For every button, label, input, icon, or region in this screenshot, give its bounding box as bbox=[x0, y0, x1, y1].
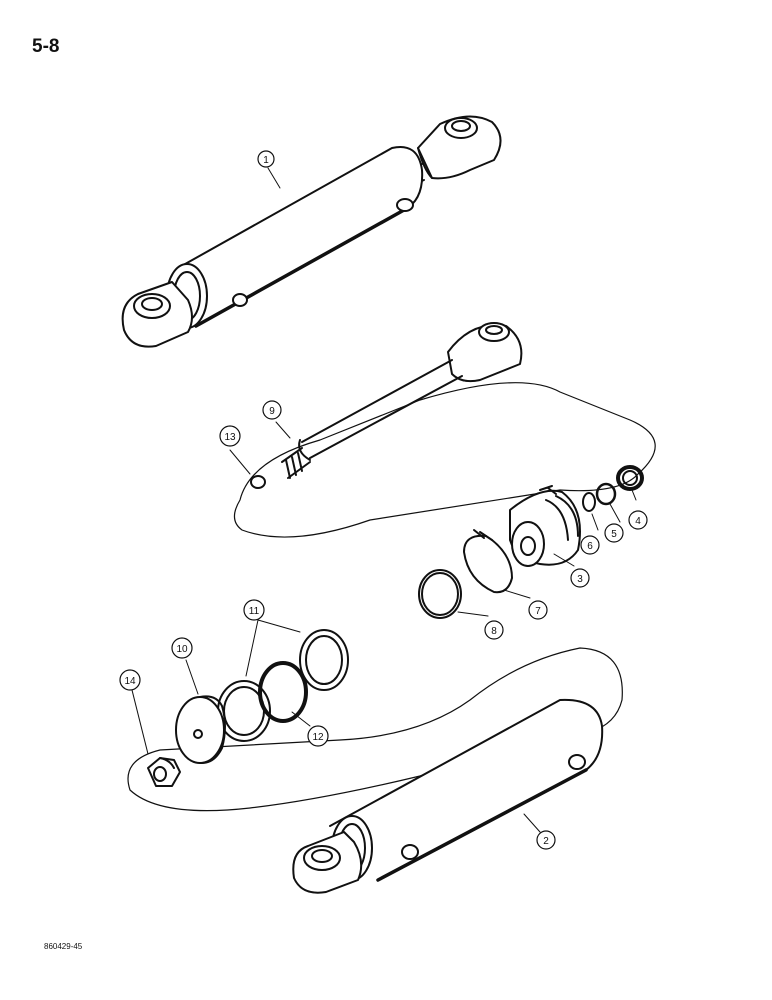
o-ring-8 bbox=[418, 569, 462, 619]
svg-text:11: 11 bbox=[249, 606, 260, 617]
callout-2: 2 bbox=[536, 830, 556, 850]
o-ring-6 bbox=[582, 492, 596, 512]
callout-5: 5 bbox=[604, 523, 624, 543]
rod-seal-5 bbox=[595, 482, 617, 506]
callout-10: 10 bbox=[171, 637, 193, 659]
piston bbox=[175, 695, 226, 765]
callout-3: 3 bbox=[570, 568, 590, 588]
cylinder-assembly bbox=[121, 115, 502, 348]
piston-group-loop bbox=[127, 647, 623, 812]
callout-7: 7 bbox=[528, 600, 548, 620]
svg-text:2: 2 bbox=[543, 836, 549, 847]
callout-1: 1 bbox=[257, 150, 275, 168]
svg-text:12: 12 bbox=[312, 732, 324, 743]
callouts: 1 9 13 4 5 6 3 7 8 11 10 14 12 2 bbox=[119, 150, 648, 850]
wiper-seal-4 bbox=[616, 465, 644, 491]
svg-text:9: 9 bbox=[269, 406, 275, 417]
callout-13: 13 bbox=[219, 425, 241, 447]
svg-text:1: 1 bbox=[263, 155, 269, 166]
svg-text:3: 3 bbox=[577, 574, 583, 585]
svg-text:7: 7 bbox=[535, 606, 541, 617]
page-number: 5-8 bbox=[32, 36, 60, 57]
svg-text:6: 6 bbox=[587, 541, 593, 552]
cylinder-barrel bbox=[292, 698, 604, 894]
svg-text:13: 13 bbox=[224, 432, 236, 443]
svg-text:10: 10 bbox=[176, 644, 188, 655]
leader-lines bbox=[131, 167, 637, 833]
callout-11: 11 bbox=[243, 599, 265, 621]
svg-text:14: 14 bbox=[124, 676, 136, 687]
callout-14: 14 bbox=[119, 669, 141, 691]
svg-text:8: 8 bbox=[491, 626, 497, 637]
callout-4: 4 bbox=[628, 510, 648, 530]
svg-text:4: 4 bbox=[635, 516, 641, 527]
callout-6: 6 bbox=[580, 535, 600, 555]
seal-12 bbox=[258, 661, 308, 723]
callout-8: 8 bbox=[484, 620, 504, 640]
rod-group-loop bbox=[233, 382, 656, 538]
cylinder-head bbox=[509, 485, 581, 567]
lock-nut bbox=[147, 757, 181, 787]
piston-rod bbox=[281, 322, 523, 479]
o-ring-13 bbox=[250, 475, 266, 489]
callout-12: 12 bbox=[307, 725, 329, 747]
svg-text:5: 5 bbox=[611, 529, 617, 540]
backup-ring-11b bbox=[299, 629, 349, 691]
callout-9: 9 bbox=[262, 400, 282, 420]
snap-ring-7 bbox=[463, 534, 513, 594]
figure-code: 860429-45 bbox=[44, 942, 83, 951]
